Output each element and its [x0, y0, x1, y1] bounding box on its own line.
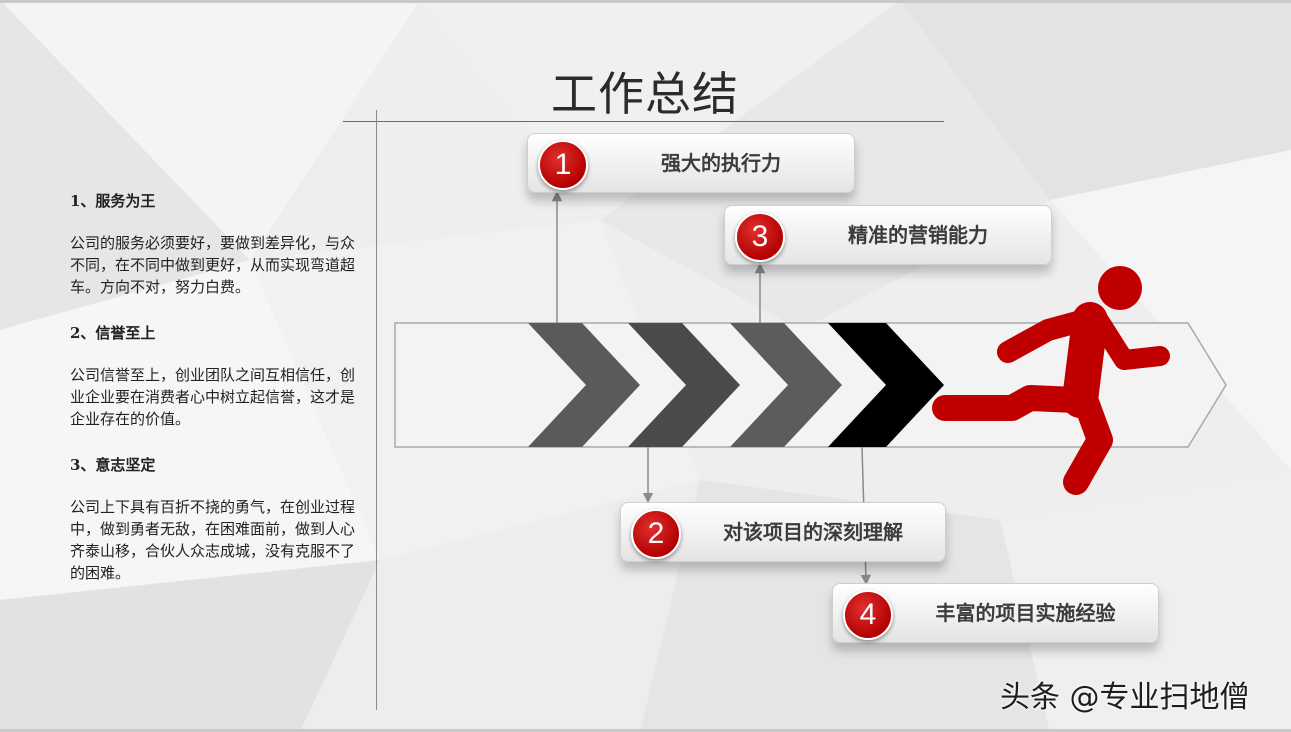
chevron-icon — [828, 323, 944, 447]
divider-line — [376, 110, 377, 710]
bottom-border — [0, 729, 1291, 732]
step-number-badge: 1 — [538, 140, 588, 190]
left-column: 1、服务为王 公司的服务必须要好，要做到差异化，与众不同，在不同中做到更好，从而… — [70, 190, 360, 608]
watermark: 头条 @专业扫地僧 — [1000, 680, 1250, 715]
top-border — [0, 0, 1291, 3]
step-label: 精准的营销能力 — [848, 223, 988, 247]
page-title: 工作总结 — [551, 67, 739, 121]
section-body: 公司的服务必须要好，要做到差异化，与众不同，在不同中做到更好，从而实现弯道超车。… — [70, 234, 356, 296]
step-label: 对该项目的深刻理解 — [723, 520, 903, 544]
step-number-badge: 3 — [735, 212, 785, 262]
title-underline — [343, 121, 944, 122]
section-body: 公司信誉至上，创业团队之间互相信任，创业企业要在消费者心中树立起信誉，这才是企业… — [70, 366, 356, 428]
step-box-3: 3 精准的营销能力 — [724, 205, 1052, 265]
step-box-2: 2 对该项目的深刻理解 — [620, 502, 946, 562]
chevron-icon — [528, 323, 640, 447]
section-heading: 1、服务为王 — [70, 192, 156, 210]
section-body: 公司上下具有百折不挠的勇气，在创业过程中，做到勇者无敌，在困难面前，做到人心齐泰… — [70, 498, 356, 582]
step-number-badge: 4 — [843, 590, 893, 640]
step-label: 强大的执行力 — [661, 151, 781, 175]
running-man-icon — [932, 266, 1170, 495]
section-heading: 3、意志坚定 — [70, 456, 156, 474]
step-number-badge: 2 — [631, 509, 681, 559]
section-heading: 2、信誉至上 — [70, 324, 156, 342]
chevron-icon — [730, 323, 842, 447]
step-box-4: 4 丰富的项目实施经验 — [832, 583, 1159, 643]
step-box-1: 1 强大的执行力 — [527, 133, 855, 193]
chevron-icon — [628, 323, 740, 447]
step-label: 丰富的项目实施经验 — [935, 601, 1116, 625]
